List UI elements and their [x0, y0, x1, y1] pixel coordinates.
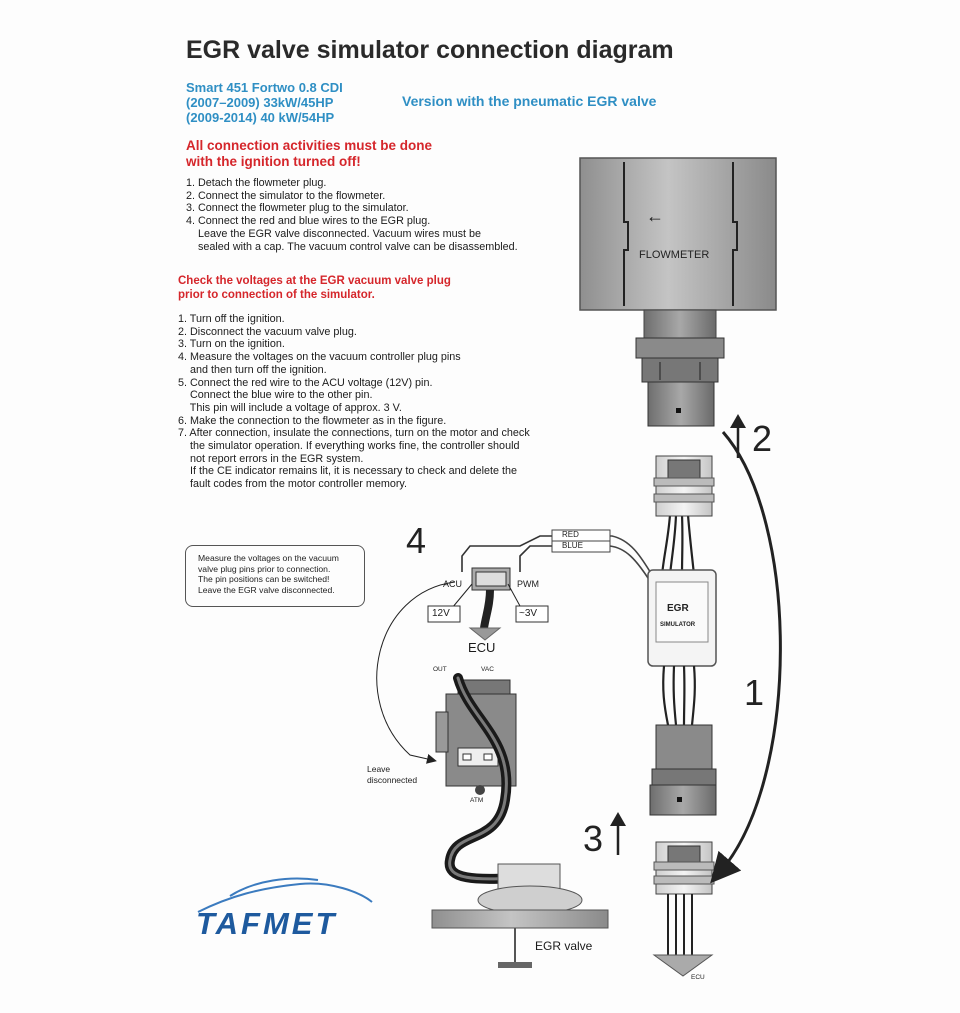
harness-connector-upper: [653, 455, 715, 517]
version-subtitle: Version with the pneumatic EGR valve: [402, 93, 657, 109]
plug-to-controller-arrow: [376, 581, 456, 764]
step-number-2: 2: [752, 418, 773, 459]
flowmeter: [579, 157, 777, 427]
flow-direction-arrow: ←: [646, 206, 664, 226]
step-item: 5. Connect the red wire to the ACU volta…: [178, 376, 433, 389]
step-item: 3. Turn on the ignition.: [178, 338, 285, 351]
note-line: The pin positions can be switched!: [198, 574, 330, 584]
pwm-pin-label: PWM: [517, 579, 539, 589]
flowmeter-to-ecu-arrow: [710, 431, 782, 884]
red-wire-label: RED: [562, 530, 579, 539]
wire-label-tags: [551, 529, 611, 553]
step-item: sealed with a cap. The vacuum control va…: [186, 240, 518, 253]
simulator-connector-lower: [649, 724, 717, 816]
note-line: Measure the voltages on the vacuum: [198, 553, 339, 563]
atm-port-label: ATM: [470, 797, 484, 804]
warning-line: All connection activities must be done: [186, 138, 433, 153]
acu-pin-label: ACU: [443, 579, 463, 589]
page-title: EGR valve simulator connection diagram: [186, 36, 674, 64]
harness-wires-top: [660, 514, 696, 576]
12v-label: 12V: [432, 608, 450, 619]
blue-wire-label: BLUE: [562, 541, 583, 550]
ignition-warning: All connection activities must be done w…: [186, 138, 432, 170]
voltage-note-box: Measure the voltages on the vacuum valve…: [185, 545, 365, 607]
step-item: and then turn off the ignition.: [178, 363, 327, 376]
voltage-check-steps: 1. Turn off the ignition. 2. Disconnect …: [178, 313, 530, 491]
disconnected-label: disconnected: [367, 775, 418, 785]
up-arrow-3: [610, 812, 626, 855]
harness-wires-bottom: [662, 665, 696, 726]
step-item: 7. After connection, insulate the connec…: [178, 427, 530, 440]
simulator-label: SIMULATOR: [660, 622, 696, 628]
ecu-small-label: ECU: [691, 974, 705, 981]
step-number-3: 3: [583, 818, 604, 859]
step-item: 6. Make the connection to the flowmeter …: [178, 414, 447, 427]
vac-port-label: VAC: [481, 666, 494, 673]
flowmeter-label: FLOWMETER: [639, 249, 710, 261]
step-item: 4. Measure the voltages on the vacuum co…: [178, 351, 461, 364]
vacuum-hose-highlight: [448, 676, 522, 881]
leave-label: Leave: [367, 764, 391, 774]
step-item: 2. Connect the simulator to the flowmete…: [186, 189, 386, 202]
out-port-label: OUT: [433, 666, 447, 673]
ecu-connector: [652, 841, 715, 977]
voltage-pointers: [451, 583, 521, 609]
vacuum-control-valve: [435, 679, 517, 795]
tafmet-logo: TAFMET: [196, 906, 338, 941]
step-item: This pin will include a voltage of appro…: [178, 401, 402, 414]
3v-box: [515, 605, 549, 623]
3v-label: ~3V: [519, 608, 538, 619]
step-item: 2. Disconnect the vacuum valve plug.: [178, 325, 357, 338]
step-item: 1. Turn off the ignition.: [178, 313, 285, 325]
step-item: 1. Detach the flowmeter plug.: [186, 177, 327, 189]
egr-simulator-box: [647, 569, 717, 667]
model-line: (2007–2009) 33kW/45HP: [186, 95, 334, 110]
step-number-1: 1: [744, 672, 765, 713]
step-item: Leave the EGR valve disconnected. Vacuum…: [186, 227, 482, 240]
step-item: fault codes from the motor controller me…: [178, 478, 408, 491]
step-item: 3. Connect the flowmeter plug to the sim…: [186, 202, 409, 215]
step-item: If the CE indicator remains lit, it is n…: [178, 465, 518, 478]
egr-valve-label: EGR valve: [535, 939, 593, 953]
note-line: valve plug pins prior to connection.: [198, 563, 331, 574]
voltage-check-heading: Check the voltages at the EGR vacuum val…: [178, 274, 451, 302]
step-item: not report errors in the EGR system.: [178, 452, 364, 465]
egr-valve: [431, 863, 609, 968]
note-line: Leave the EGR valve disconnected.: [198, 584, 335, 595]
red-blue-wires: [461, 535, 653, 579]
egr-vacuum-valve-plug: [468, 567, 511, 641]
check-line: prior to connection of the simulator.: [178, 289, 375, 301]
car-model-info: Smart 451 Fortwo 0.8 CDI (2007–2009) 33k…: [186, 80, 343, 125]
ecu-label: ECU: [468, 640, 496, 655]
step-item: Connect the blue wire to the other pin.: [178, 389, 373, 402]
model-line: Smart 451 Fortwo 0.8 CDI: [186, 80, 343, 95]
step-item: the simulator operation. If everything w…: [178, 440, 520, 453]
warning-line: with the ignition turned off!: [186, 154, 361, 169]
connection-steps: 1. Detach the flowmeter plug. 2. Connect…: [186, 177, 518, 253]
tafmet-logo-car: [197, 877, 373, 913]
model-line: (2009-2014) 40 kW/54HP: [186, 110, 335, 125]
up-arrow-2: [730, 414, 746, 458]
check-line: Check the voltages at the EGR vacuum val…: [178, 275, 451, 287]
step-item: 4. Connect the red and blue wires to the…: [186, 215, 431, 228]
12v-box: [427, 605, 461, 623]
step-number-4: 4: [406, 520, 427, 561]
egr-label: EGR: [667, 603, 689, 614]
